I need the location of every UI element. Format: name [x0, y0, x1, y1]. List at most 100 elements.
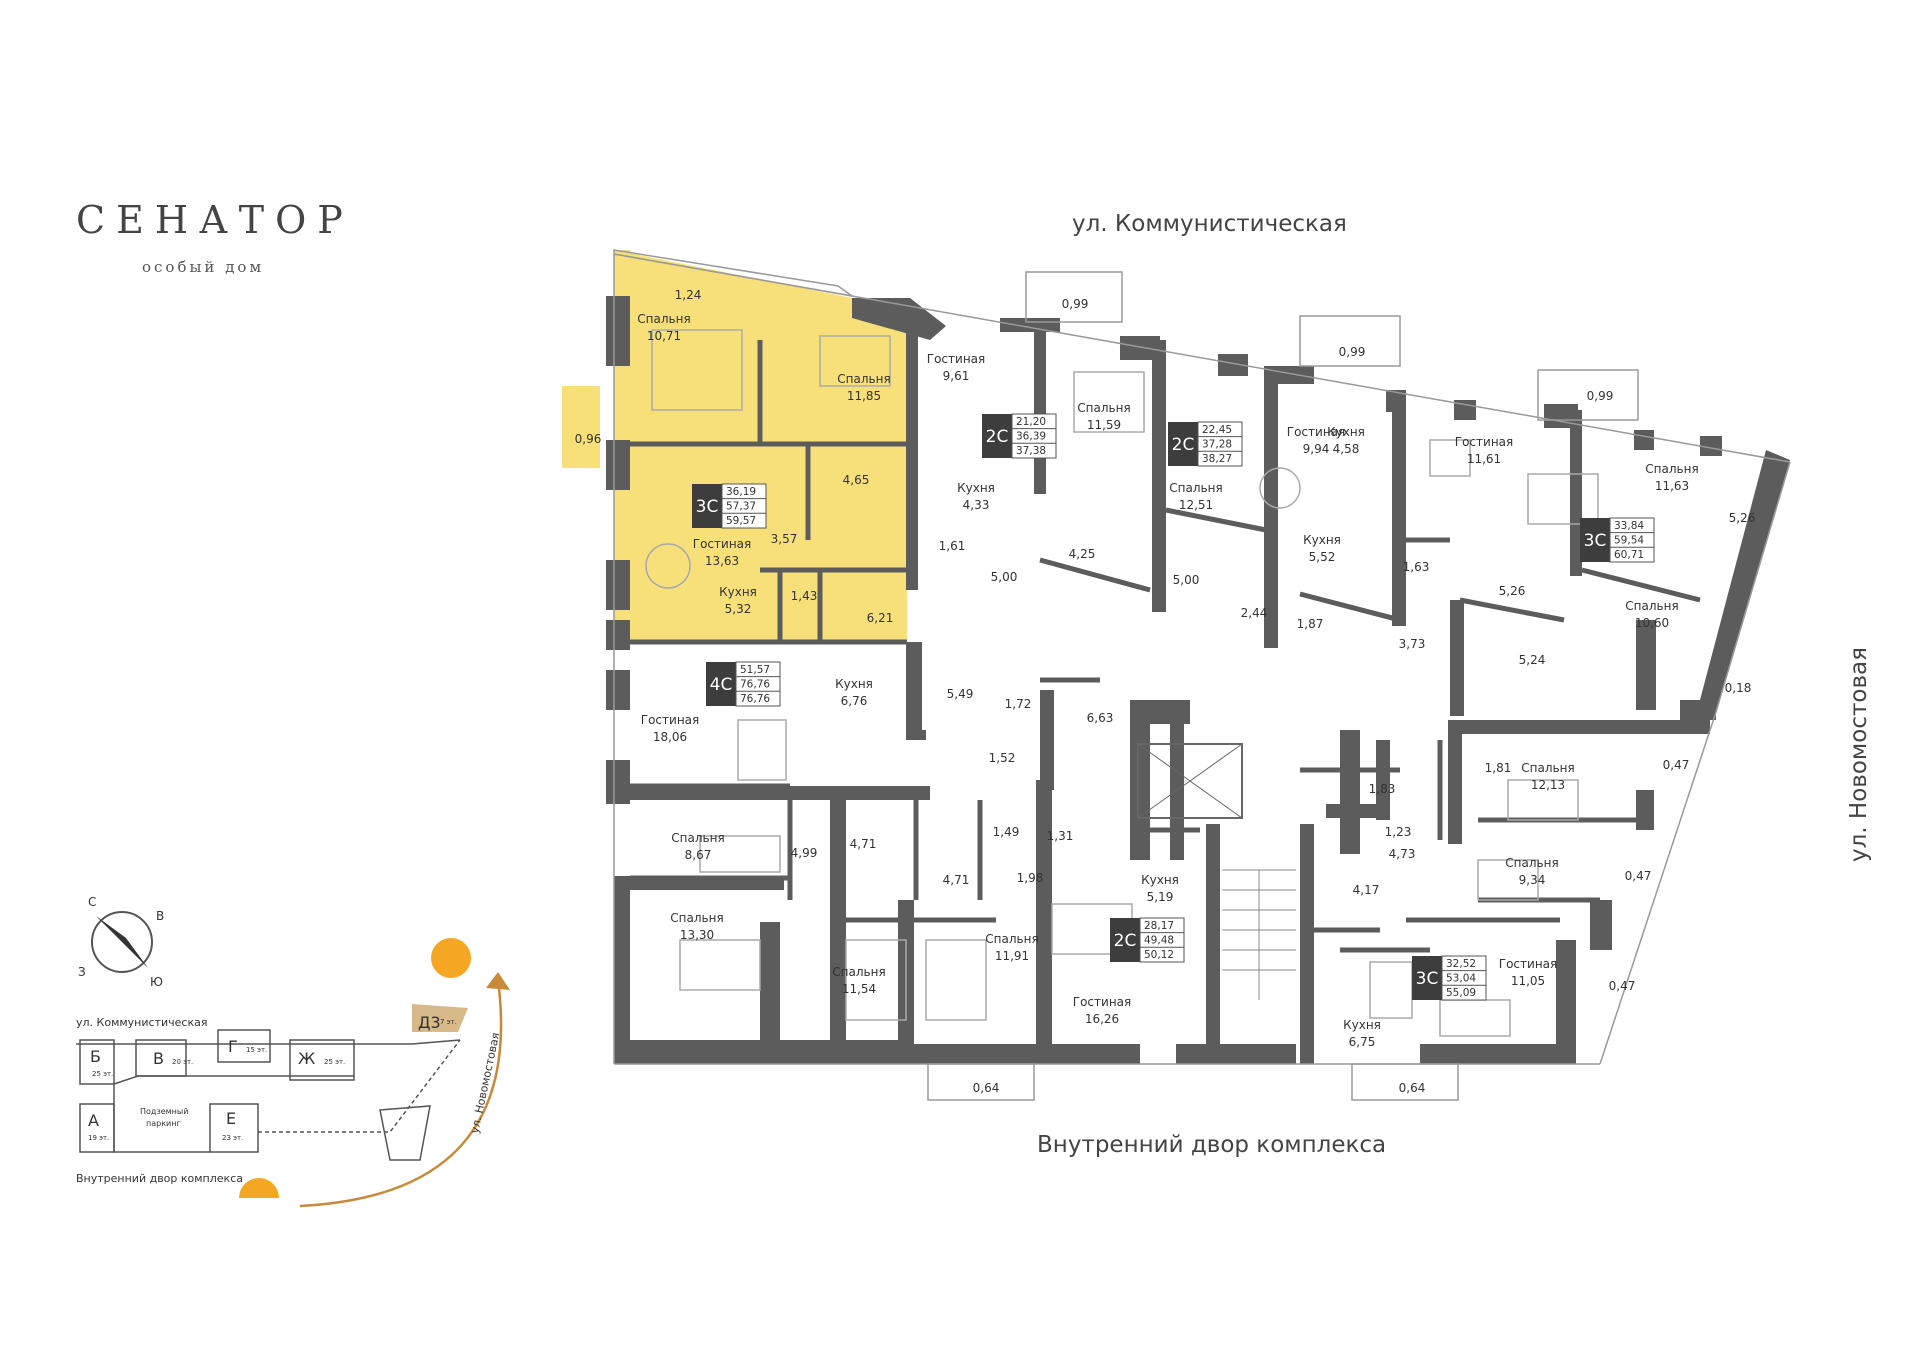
room-name: Кухня	[719, 585, 757, 599]
apartment-code: 4С	[710, 675, 733, 695]
badge-values-box	[1441, 955, 1487, 1001]
room-name: Гостиная	[927, 352, 985, 366]
room-name: Гостиная	[1287, 425, 1345, 439]
badge-box	[1168, 422, 1198, 466]
apartment-code: 3С	[1584, 531, 1607, 551]
apartment-area-value: 28,17	[1144, 920, 1174, 932]
room-area: 4,73	[1389, 847, 1416, 861]
wall-segment	[1170, 710, 1184, 860]
room-area: 11,85	[847, 389, 881, 403]
block-letter: Е	[226, 1109, 236, 1128]
room-name: Спальня	[670, 911, 723, 925]
partition	[1165, 507, 1267, 533]
room-area: 5,00	[1173, 573, 1200, 587]
apartment-area-value: 60,71	[1614, 549, 1644, 561]
wall-segment	[1036, 780, 1052, 1064]
room-area: 1,31	[1047, 829, 1074, 843]
balcony	[613, 249, 853, 297]
block-floors: 23 эт.	[222, 1134, 243, 1142]
balcony	[1025, 271, 1123, 323]
room-area: 4,99	[791, 846, 818, 860]
room-area: 6,63	[1087, 711, 1114, 725]
block-letter: Д3	[418, 1013, 441, 1032]
balcony	[1299, 315, 1401, 367]
room-name: Кухня	[835, 677, 873, 691]
wall-segment	[896, 1044, 1046, 1064]
room-area: 10,60	[1635, 616, 1669, 630]
wall-segment	[1130, 700, 1150, 860]
room-area: 18,06	[653, 730, 687, 744]
block-letter: В	[153, 1049, 164, 1068]
apartment-code: 3С	[1416, 969, 1439, 989]
apartment-area-value: 37,28	[1202, 439, 1232, 451]
partition	[1299, 591, 1401, 623]
bed	[1507, 779, 1579, 821]
room-name: Кухня	[957, 481, 995, 495]
balcony	[927, 1063, 1035, 1101]
room-area: 3,73	[1399, 637, 1426, 651]
room-area: 1,98	[1017, 871, 1044, 885]
room-name: Спальня	[671, 831, 724, 845]
apartment-area-value: 38,27	[1202, 453, 1232, 465]
room-name: Спальня	[1521, 761, 1574, 775]
room-area: 5,52	[1309, 550, 1336, 564]
sun-top	[431, 938, 471, 978]
badge-box	[1412, 956, 1442, 1000]
balcony	[1351, 1063, 1459, 1101]
room-area: 6,76	[841, 694, 868, 708]
interior-walls	[630, 340, 1701, 953]
room-area: 1,63	[1403, 560, 1430, 574]
room-area: 16,26	[1085, 1012, 1119, 1026]
site-street-top	[76, 1039, 461, 1045]
bed	[845, 939, 907, 1021]
wall-segment	[606, 560, 630, 610]
wall-segment	[1152, 340, 1166, 612]
facade-right	[1599, 461, 1791, 1065]
room-area: 3,57	[771, 532, 798, 546]
room-area: 1,52	[989, 751, 1016, 765]
room-area: 5,00	[991, 570, 1018, 584]
wall-segment	[1376, 740, 1390, 820]
balcony-area: 0,47	[1663, 758, 1690, 772]
wall-segment	[1680, 700, 1716, 720]
apartment-area-value: 36,19	[726, 486, 756, 498]
room-area: 5,19	[1147, 890, 1174, 904]
room-name: Спальня	[1169, 481, 1222, 495]
block-floors: 7 эт.	[440, 1018, 457, 1026]
room-area: 12,51	[1179, 498, 1213, 512]
compass-ring	[91, 911, 153, 973]
room-area: 4,65	[843, 473, 870, 487]
room-area: 11,05	[1511, 974, 1545, 988]
badge-values-box	[1011, 413, 1057, 459]
apartment-code: 2С	[1172, 435, 1195, 455]
badge-box	[1580, 518, 1610, 562]
apartment-area-value: 53,04	[1446, 973, 1476, 985]
room-name: Кухня	[1327, 425, 1365, 439]
apartment-area-value: 21,20	[1016, 416, 1046, 428]
room-area: 12,13	[1531, 778, 1565, 792]
furniture	[645, 329, 1599, 1037]
compass: С В Ю З	[78, 895, 164, 989]
room-name: Спальня	[637, 312, 690, 326]
apartment-code: 2С	[1114, 931, 1137, 951]
badge-box	[692, 484, 722, 528]
wall-segment	[606, 670, 630, 710]
partition	[1581, 567, 1701, 603]
badge-values-box	[1197, 421, 1243, 467]
site-bottom-street: Внутренний двор комплекса	[76, 1172, 243, 1185]
wall-segment	[1040, 1044, 1140, 1064]
brand-title: СЕНАТОР	[76, 198, 354, 242]
apartment-code: 3С	[696, 497, 719, 517]
wall-segment	[1206, 824, 1220, 1064]
wall-segment	[906, 730, 926, 740]
apartment-area-value: 33,84	[1614, 520, 1644, 532]
